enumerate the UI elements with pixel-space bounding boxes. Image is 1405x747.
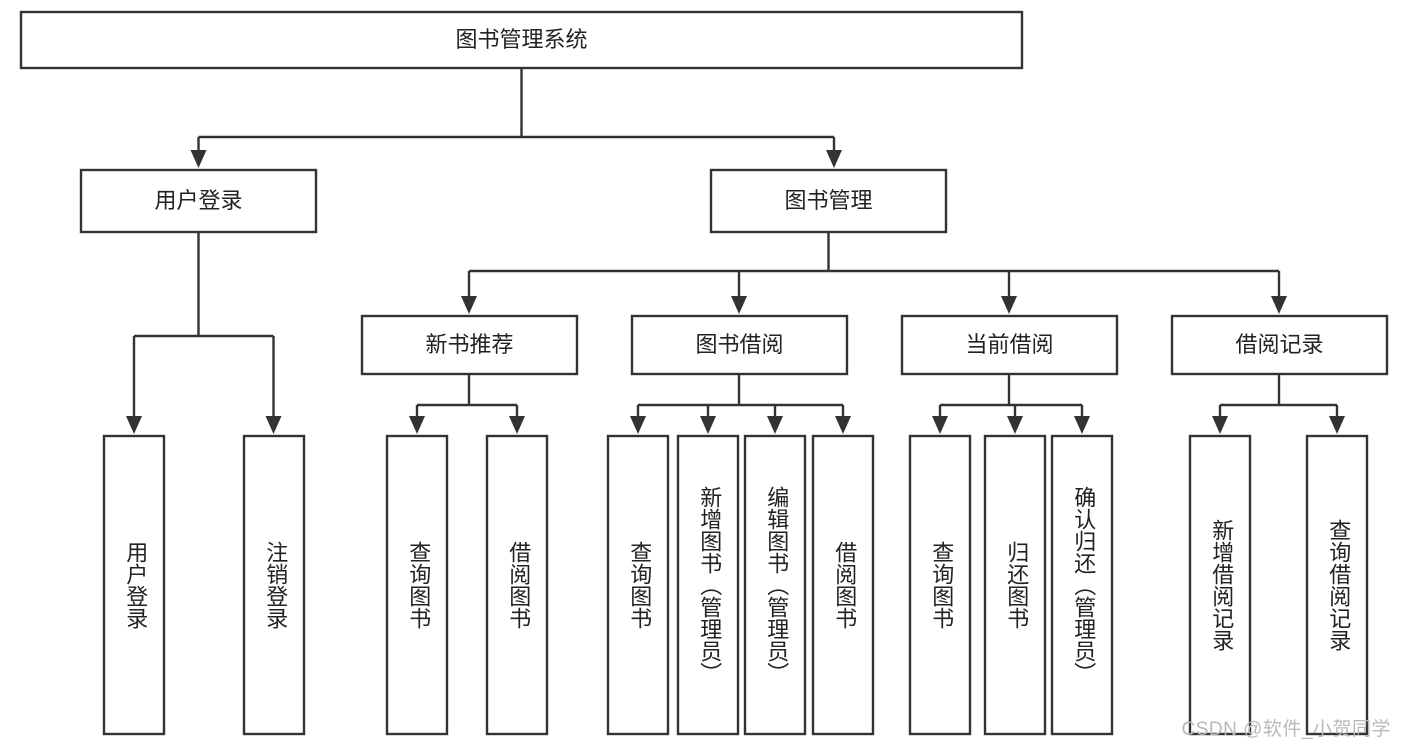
leaf-node-借阅图书-7[interactable]: 借阅图书 — [811, 434, 875, 736]
node-label: 查询图书 — [406, 541, 431, 629]
node-box[interactable] — [242, 434, 306, 736]
leaf-node-用户登录-0[interactable]: 用户登录 — [102, 434, 166, 736]
leaf-node-编辑图书管理员-6[interactable]: 编辑图书（管理员） — [743, 434, 807, 736]
node-box[interactable] — [485, 434, 549, 736]
node-box[interactable] — [606, 434, 670, 736]
arrow-to-new-book — [461, 296, 477, 314]
node-label: 借阅图书 — [506, 541, 531, 629]
node-label: 用户登录 — [154, 188, 242, 213]
userlogin-to-leaves — [132, 232, 275, 423]
node-label: 归还图书 — [1004, 541, 1029, 629]
node-box[interactable] — [102, 434, 166, 736]
connectors-layer — [132, 68, 1339, 423]
leaf-node-查询图书-4[interactable]: 查询图书 — [606, 434, 670, 736]
node-label: 查询图书 — [627, 541, 652, 629]
node-box[interactable] — [1170, 314, 1389, 376]
node-label: 注销登录 — [263, 541, 288, 629]
node-label: 确认归还（管理员） — [1071, 486, 1096, 684]
level3-node-新书推荐-0[interactable]: 新书推荐 — [360, 314, 579, 376]
arrow-to-leaf-12 — [1212, 416, 1228, 434]
leaf-node-查询借阅记录-12[interactable]: 查询借阅记录 — [1305, 434, 1369, 736]
node-box[interactable] — [900, 314, 1119, 376]
level2-node-图书管理-1[interactable]: 图书管理 — [709, 168, 948, 234]
node-box[interactable] — [743, 434, 807, 736]
arrow-to-leaf-10 — [1007, 416, 1023, 434]
arrow-to-leaf-1 — [126, 416, 142, 434]
node-label: 新书推荐 — [425, 332, 513, 357]
arrow-to-book-borrow — [731, 296, 747, 314]
node-label: 查询图书 — [929, 541, 954, 629]
arrow-to-user-login — [190, 150, 207, 168]
leaf-node-借阅图书-3[interactable]: 借阅图书 — [485, 434, 549, 736]
arrow-to-leaf-11 — [1074, 416, 1090, 434]
node-label: 图书管理系统 — [455, 27, 587, 52]
node-box[interactable] — [983, 434, 1047, 736]
bookmgmt-to-level3 — [467, 232, 1281, 303]
arrow-to-leaf-9 — [932, 416, 948, 434]
arrow-to-leaf-13 — [1329, 416, 1345, 434]
nodes-layer: 图书管理系统用户登录图书管理新书推荐图书借阅当前借阅借阅记录用户登录注销登录查询… — [19, 10, 1389, 736]
arrow-to-leaf-8 — [835, 416, 851, 434]
arrow-to-leaf-7 — [767, 416, 783, 434]
borrow-to-leaves — [636, 374, 845, 423]
level2-node-用户登录-0[interactable]: 用户登录 — [79, 168, 318, 234]
leaf-node-确认归还管理员-10[interactable]: 确认归还（管理员） — [1050, 434, 1114, 736]
arrow-to-leaf-6 — [700, 416, 716, 434]
node-box[interactable] — [79, 168, 318, 234]
arrow-to-record — [1271, 296, 1287, 314]
node-label: 编辑图书（管理员） — [764, 486, 789, 684]
arrowheads-layer — [126, 150, 1345, 434]
level3-node-借阅记录-3[interactable]: 借阅记录 — [1170, 314, 1389, 376]
node-label: 图书借阅 — [695, 332, 783, 357]
node-box[interactable] — [1188, 434, 1252, 736]
node-box[interactable] — [385, 434, 449, 736]
arrow-to-leaf-2 — [265, 416, 282, 434]
node-box[interactable] — [630, 314, 849, 376]
arrow-to-leaf-4 — [509, 416, 525, 434]
node-box[interactable] — [1305, 434, 1369, 736]
node-label: 借阅记录 — [1235, 332, 1323, 357]
node-box[interactable] — [908, 434, 972, 736]
node-label: 用户登录 — [123, 541, 148, 629]
current-to-leaves — [938, 374, 1084, 423]
node-label: 当前借阅 — [965, 332, 1053, 357]
root-node-图书管理系统-0[interactable]: 图书管理系统 — [19, 10, 1024, 70]
arrow-to-leaf-3 — [409, 416, 425, 434]
node-label: 查询借阅记录 — [1326, 519, 1351, 651]
node-box[interactable] — [1050, 434, 1114, 736]
node-box[interactable] — [709, 168, 948, 234]
node-label: 图书管理 — [784, 188, 872, 213]
leaf-node-注销登录-1[interactable]: 注销登录 — [242, 434, 306, 736]
arrow-to-leaf-5 — [630, 416, 646, 434]
newbook-to-leaves — [415, 374, 519, 423]
node-label: 借阅图书 — [832, 541, 857, 629]
leaf-node-新增图书管理员-5[interactable]: 新增图书（管理员） — [676, 434, 740, 736]
node-box[interactable] — [19, 10, 1024, 70]
record-to-leaves — [1218, 374, 1339, 423]
node-box[interactable] — [676, 434, 740, 736]
leaf-node-新增借阅记录-11[interactable]: 新增借阅记录 — [1188, 434, 1252, 736]
arrow-to-current — [1001, 296, 1017, 314]
node-box[interactable] — [811, 434, 875, 736]
leaf-node-查询图书-2[interactable]: 查询图书 — [385, 434, 449, 736]
node-label: 新增图书（管理员） — [697, 486, 722, 684]
arrow-to-book-mgmt — [826, 150, 842, 168]
node-box[interactable] — [360, 314, 579, 376]
root-to-level2 — [197, 68, 836, 157]
leaf-node-查询图书-8[interactable]: 查询图书 — [908, 434, 972, 736]
level3-node-当前借阅-2[interactable]: 当前借阅 — [900, 314, 1119, 376]
level3-node-图书借阅-1[interactable]: 图书借阅 — [630, 314, 849, 376]
leaf-node-归还图书-9[interactable]: 归还图书 — [983, 434, 1047, 736]
node-label: 新增借阅记录 — [1209, 519, 1234, 651]
